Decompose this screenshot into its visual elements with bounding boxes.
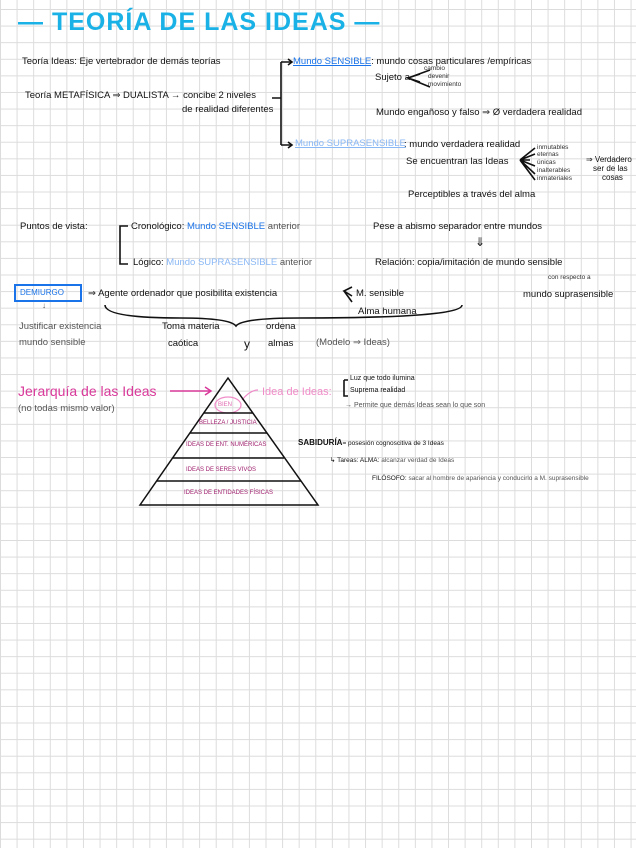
demiurgo-agent: ⇒ Agente ordenador que posibilita existe… — [88, 288, 278, 299]
logic-label: Lógico: — [133, 257, 164, 268]
list-item: cambio — [424, 65, 445, 72]
ideas-found: Se encuentran las Ideas — [406, 156, 509, 167]
list-item: eternas — [537, 151, 559, 158]
hierarchy-label: Jerarquía de las Ideas — [18, 383, 157, 399]
justify: mundo sensible — [19, 337, 86, 348]
down-arrow-icon: ↓ — [42, 301, 46, 310]
orders: almas — [268, 338, 294, 349]
list-item: inmateriales — [537, 175, 573, 182]
pyramid-level: BELLEZA / JUSTICIA — [199, 420, 257, 426]
idea-prop: Luz que todo ilumina — [350, 375, 415, 382]
target: Alma humana — [358, 306, 417, 317]
idea-prop: Suprema realidad — [350, 387, 406, 394]
demiurgo-label: DEMIURGO — [20, 288, 64, 297]
pyramid — [138, 376, 320, 506]
logic-after: anterior — [279, 257, 313, 268]
and: y — [244, 337, 250, 351]
justify: Justificar existencia — [19, 321, 102, 332]
down-arrow-icon: ⇓ — [475, 235, 486, 249]
list-item: movimiento — [428, 81, 462, 88]
logic-world: Mundo SUPRASENSIBLE — [166, 257, 278, 268]
philosopher-label: FILÓSOFO: — [372, 475, 407, 482]
list-item: únicas — [537, 159, 556, 166]
viewpoints-label: Puntos de vista: — [20, 221, 88, 232]
intro-line: de realidad diferentes — [182, 104, 274, 115]
pyramid-level: IDEAS DE SERES VIVOS — [186, 467, 257, 473]
intro-line: Teoría Ideas: Eje vertebrador de demás t… — [22, 56, 221, 67]
target: M. sensible — [356, 288, 405, 299]
philosopher-task: sacar al hombre de apariencia y conducir… — [408, 475, 589, 482]
true-being: cosas — [602, 173, 623, 182]
model: (Modelo ⇒ Ideas) — [316, 337, 390, 348]
chrono-label: Cronológico: — [131, 221, 185, 232]
orders: ordena — [266, 321, 296, 332]
suprasensible-desc: : mundo verdadera realidad — [404, 139, 521, 150]
pyramid-level: BIEN — [218, 402, 233, 408]
chrono-after: anterior — [267, 221, 300, 232]
subject-label: Sujeto a — [375, 72, 410, 83]
true-being: ser de las — [593, 164, 628, 173]
demiurgo-box — [14, 284, 82, 302]
true-being: ⇒ Verdadero — [586, 155, 632, 164]
page-title: — TEORÍA DE LAS IDEAS — — [18, 8, 381, 36]
takes: Toma materia — [162, 321, 220, 332]
list-item: devenir — [428, 73, 450, 80]
list-item: inmutables — [537, 144, 569, 151]
takes: caótica — [168, 338, 199, 349]
perceptible: Perceptibles a través del alma — [408, 189, 536, 200]
abyss-note: Pese a abismo separador entre mundos — [373, 221, 542, 232]
wisdom-label: SABIDURÍA — [298, 438, 343, 447]
false-world: Mundo engañoso y falso ⇒ Ø verdadera rea… — [376, 107, 583, 118]
respect: con respecto a — [548, 274, 591, 281]
hierarchy-note: (no todas mismo valor) — [18, 403, 115, 414]
tasks-label: ↳ Tareas: ALMA: — [330, 457, 380, 464]
pyramid-level: IDEAS DE ENTIDADES FÍSICAS — [184, 490, 274, 496]
wisdom-def: = posesión cognoscitiva de 3 Ideas — [342, 440, 444, 447]
soul-task: alcanzar verdad de Ideas — [381, 457, 455, 464]
supra-world: mundo suprasensible — [523, 289, 614, 300]
sensible-desc: : mundo cosas particulares /empíricas — [371, 56, 532, 67]
list-item: inalterables — [537, 167, 571, 174]
pyramid-level: IDEAS DE ENT. NUMÉRICAS — [186, 442, 267, 448]
intro-line: Teoría METAFÍSICA ⇒ DUALISTA → concibe 2… — [25, 90, 256, 101]
mundo-suprasensible-label: Mundo SUPRASENSIBLE — [295, 138, 406, 149]
permits: → Permite que demás Ideas sean lo que so… — [345, 402, 486, 409]
relation: Relación: copia/imitación de mundo sensi… — [375, 257, 563, 268]
mundo-sensible-label: Mundo SENSIBLE — [293, 56, 372, 67]
chrono-world: Mundo SENSIBLE — [186, 221, 266, 232]
idea-of-ideas: Idea de Ideas: — [262, 386, 332, 398]
